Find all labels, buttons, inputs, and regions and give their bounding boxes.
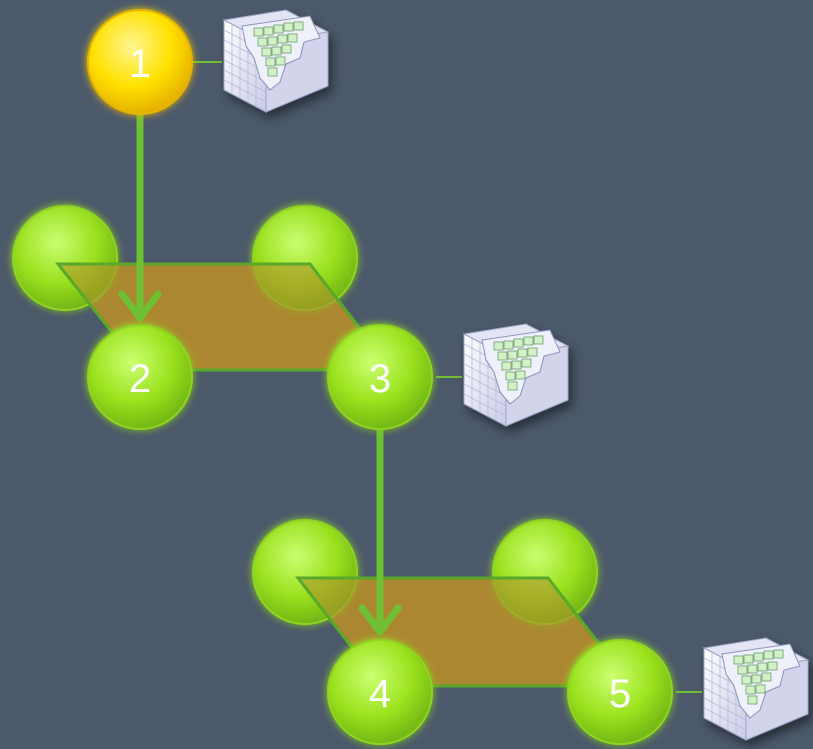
node-1[interactable]: 1 [87, 9, 193, 115]
node-2[interactable]: 2 [87, 324, 193, 430]
voxel-cube-icon [223, 9, 329, 113]
arrow-3-to-4 [358, 424, 402, 636]
node-2-label: 2 [129, 357, 151, 401]
node-1-label: 1 [129, 42, 151, 86]
node-5-label: 5 [609, 672, 631, 716]
arrow-1-to-2 [118, 108, 162, 322]
node-5[interactable]: 5 [567, 639, 673, 745]
node-3-label: 3 [369, 357, 391, 401]
node-4[interactable]: 4 [327, 639, 433, 745]
node-3[interactable]: 3 [327, 324, 433, 430]
voxel-cube-icon [463, 323, 569, 427]
node-4-label: 4 [369, 672, 391, 716]
voxel-cube-icon [703, 637, 809, 741]
